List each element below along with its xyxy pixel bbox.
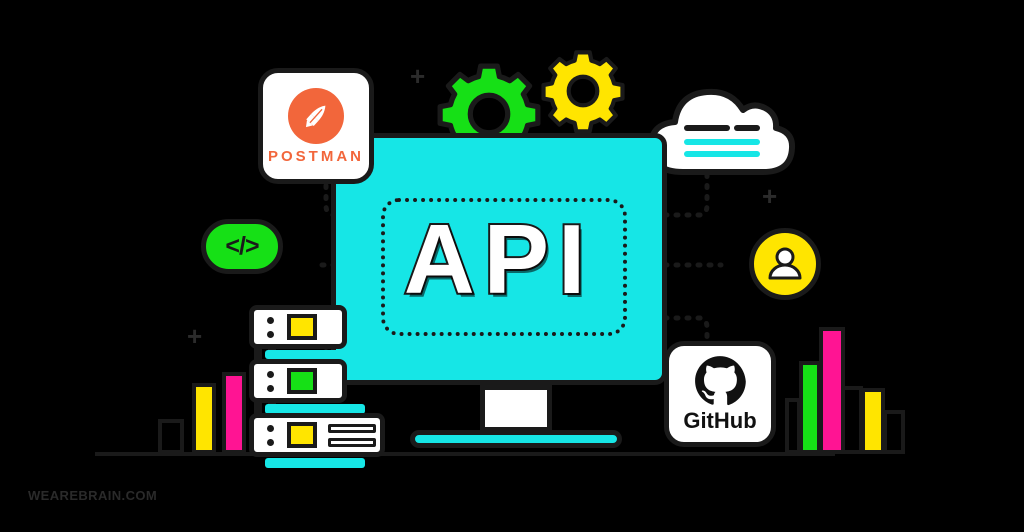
server-shadow xyxy=(265,350,347,359)
ground-line xyxy=(95,452,835,456)
right-bar-chart xyxy=(785,320,905,454)
server-stack xyxy=(245,305,385,468)
bar-item xyxy=(222,372,246,454)
server-unit xyxy=(249,305,347,349)
gear-icon-yellow xyxy=(541,50,625,134)
bar-item xyxy=(799,361,821,454)
github-octocat-icon xyxy=(695,355,746,405)
code-glyph: </> xyxy=(225,232,259,260)
server-unit xyxy=(249,413,385,457)
bar-item xyxy=(192,383,216,454)
server-indicator xyxy=(287,314,317,340)
plus-decoration-icon: + xyxy=(762,181,778,211)
plus-decoration-icon: + xyxy=(410,61,426,91)
postman-rocket-icon xyxy=(288,87,344,144)
user-avatar-icon xyxy=(749,228,821,300)
bar-item xyxy=(158,419,184,454)
monitor-stand-base xyxy=(410,430,622,448)
server-indicator xyxy=(287,368,317,394)
server-shadow xyxy=(265,458,365,468)
server-status-dots xyxy=(267,424,274,446)
server-shadow xyxy=(265,404,365,414)
monitor-stand-neck xyxy=(480,385,552,432)
server-unit xyxy=(249,359,347,403)
api-label: API xyxy=(402,202,595,316)
github-badge[interactable]: GitHub xyxy=(664,341,776,447)
watermark-text: WEAREBRAIN.COM xyxy=(28,488,158,503)
server-indicator xyxy=(287,422,317,448)
server-status-dots xyxy=(267,370,274,392)
monitor-screen: API xyxy=(331,133,667,385)
screen-dotted-frame xyxy=(381,198,627,336)
postman-label: POSTMAN xyxy=(268,147,364,165)
bar-item xyxy=(861,388,885,454)
cloud-icon xyxy=(645,80,797,175)
plus-decoration-icon: + xyxy=(187,321,203,351)
server-info-lines xyxy=(328,423,376,447)
postman-badge[interactable]: POSTMAN xyxy=(258,68,374,184)
bar-item xyxy=(883,410,905,454)
bar-item xyxy=(841,386,863,454)
github-label: GitHub xyxy=(683,407,757,433)
code-brackets-icon: </> xyxy=(201,219,283,274)
server-status-dots xyxy=(267,316,274,338)
